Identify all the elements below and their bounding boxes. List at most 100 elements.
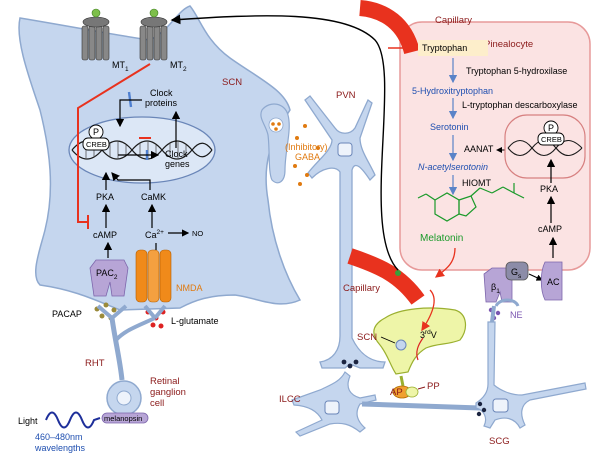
retinal-ganglion-cell	[101, 380, 149, 424]
ilcc-label: ILCC	[279, 394, 301, 405]
ne-label: NE	[510, 310, 523, 320]
pka-left-label: PKA	[96, 192, 114, 202]
pvn-nucleus	[337, 142, 353, 157]
aanat-label: AANAT	[464, 144, 494, 154]
rht-axon	[109, 317, 125, 381]
creb-right: P CREB	[537, 120, 565, 146]
nacetyl-label: N-acetylserotonin	[418, 162, 488, 172]
scg-axon	[490, 305, 496, 323]
gaba-dots	[293, 124, 320, 186]
creb-left: P CREB	[82, 124, 110, 151]
light-wave-icon	[45, 411, 101, 429]
gaba-vesicle	[268, 117, 284, 133]
melatonin-label: Melatonin	[420, 233, 463, 244]
pvn-label: PVN	[336, 90, 356, 101]
scn-small-pointer	[380, 336, 396, 344]
htp-label: 5-Hydroxitryptophan	[412, 86, 493, 96]
clock-proteins-label-1: Clock	[150, 88, 173, 98]
clock-proteins-label-2: proteins	[145, 98, 178, 108]
camp-left-label: cAMP	[93, 230, 117, 240]
pacap-label: PACAP	[52, 309, 82, 319]
pituitary	[392, 385, 419, 399]
pineal-nucleus	[504, 114, 586, 179]
pvn-neuron	[304, 95, 386, 369]
pac2-label: PAC2	[96, 268, 118, 281]
clock-genes-label-2: genes	[165, 159, 190, 169]
camk-label: CaMK	[141, 192, 166, 202]
melatonin-structure-icon	[417, 183, 525, 222]
scn-small-node	[395, 339, 407, 351]
p-left-label: P	[93, 127, 99, 137]
pp-pointer	[417, 386, 426, 390]
no-label: NO	[192, 229, 203, 238]
ilcc-nucleus	[324, 400, 340, 415]
arrow-proteins-to-nucleus	[115, 99, 142, 128]
arrow-gs-to-ac	[528, 273, 543, 281]
scg-label: SCG	[489, 436, 510, 447]
melatonin-feedback-arrow	[170, 14, 399, 271]
scg-nucleus	[492, 398, 509, 413]
arrow-capillary-to-3rdv	[421, 289, 435, 332]
ventricle-red-line	[416, 337, 424, 361]
ac-enzyme: AC	[540, 261, 563, 301]
camp-right-label: cAMP	[538, 224, 562, 234]
gs-label: Gs	[511, 267, 522, 280]
pituitary-stalk	[399, 375, 405, 387]
ltd-label: L-tryptophan descarboxylase	[462, 100, 578, 110]
hiomt-label: HIOMT	[462, 178, 491, 188]
arrow-camk-up	[111, 172, 151, 190]
nmda-receptor	[135, 249, 172, 303]
scn-small-label: SCN	[357, 332, 377, 343]
capillary-top-label: Capillary	[435, 15, 472, 26]
third-ventricle-region	[373, 307, 466, 375]
rht-terminal	[96, 304, 128, 320]
tryptophan-label: Tryptophan	[422, 43, 467, 53]
creb-left-label: CREB	[86, 140, 107, 149]
capillary-bottom-label: Capillary	[343, 283, 380, 294]
rht-terminal-2	[114, 304, 167, 342]
mt1-label: MT1	[112, 60, 129, 73]
pac2-receptor: PAC2	[89, 259, 129, 297]
third-v-label: 3rdV	[420, 329, 437, 340]
pinealocyte-label: Pinealocyte	[484, 39, 533, 50]
retinal-label-1: Retinal	[150, 376, 180, 387]
scg-terminal-dots	[476, 401, 487, 417]
t5h-label: Tryptophan 5-hydroxilase	[466, 66, 567, 76]
ac-label: AC	[547, 277, 560, 287]
gs-protein: Gs	[505, 261, 529, 281]
scn-nucleus	[68, 116, 216, 184]
mt2-receptor-icon	[139, 8, 168, 61]
creb-right-label: CREB	[541, 135, 562, 144]
ilcc-axon	[361, 401, 481, 411]
pka-right-label: PKA	[540, 184, 558, 194]
mt-inhibition-path	[77, 63, 151, 223]
light-label: Light	[18, 416, 38, 426]
capillary-bottom	[347, 248, 425, 305]
beta1-label: β1	[491, 282, 500, 295]
gaba-label: GABA	[295, 152, 320, 162]
pp-label: PP	[427, 381, 440, 392]
tryptophan-box	[418, 40, 488, 56]
melanopsin-label: melanopsin	[104, 414, 142, 423]
retinal-label-2: ganglion	[150, 387, 186, 398]
scn-main-label: SCN	[222, 77, 242, 88]
scg-neuron	[475, 321, 587, 429]
clock-genes-label-1: Clock	[165, 149, 188, 159]
ca-label: Ca2+	[145, 229, 164, 240]
nmda-label: NMDA	[176, 283, 203, 293]
scg-terminal	[494, 298, 520, 307]
wavelength-label-2: wavelengths	[34, 443, 86, 453]
melatonin-dot	[395, 270, 401, 276]
mt2-label: MT2	[170, 60, 187, 73]
arrow-melatonin-to-capillary	[434, 247, 456, 278]
capillary-top	[358, 0, 420, 55]
rht-label: RHT	[85, 358, 105, 369]
pvn-terminal-dots	[341, 359, 359, 369]
inhibitory-label: (Inhibitory)	[285, 142, 328, 152]
mt1-receptor-icon	[81, 8, 110, 61]
wavelength-label-1: 460–480nm	[35, 432, 83, 442]
beta1-receptor: β1	[483, 267, 513, 303]
serotonin-label: Serotonin	[430, 122, 469, 132]
